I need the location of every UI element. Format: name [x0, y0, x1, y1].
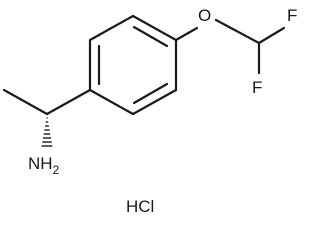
bond-ring-to-oxygen: [174, 26, 199, 42]
ring-double-bond-upper-right: [132, 25, 169, 48]
fluorine-atom-top: F: [287, 6, 297, 25]
ring-bond-top-left: [88, 14, 135, 42]
ring-bond-bottom-right: [131, 88, 178, 116]
amine-nh-label: NH: [28, 154, 53, 173]
hydrochloride-salt-label: HCl: [126, 197, 154, 216]
amine-subscript: 2: [53, 163, 60, 177]
bond-carbon-to-fluorine-top: [257, 26, 286, 45]
chemical-structure: O F F NH2 HCl: [2, 6, 297, 216]
ring-bond-top-right: [131, 14, 178, 42]
ring-double-bond-lower-right: [132, 82, 169, 105]
ring-bond-bottom-left: [88, 88, 135, 116]
amine-group: NH2: [28, 154, 60, 177]
fluorine-atom-bottom: F: [252, 78, 262, 97]
hashed-wedge-bond: [41, 117, 53, 147]
benzene-ring: [88, 14, 178, 116]
bond-oxygen-to-chf2: [214, 18, 261, 45]
bond-ring-to-chiral-carbon: [45, 88, 92, 116]
bond-chiral-carbon-to-methyl: [2, 88, 49, 116]
oxygen-atom: O: [198, 6, 211, 25]
